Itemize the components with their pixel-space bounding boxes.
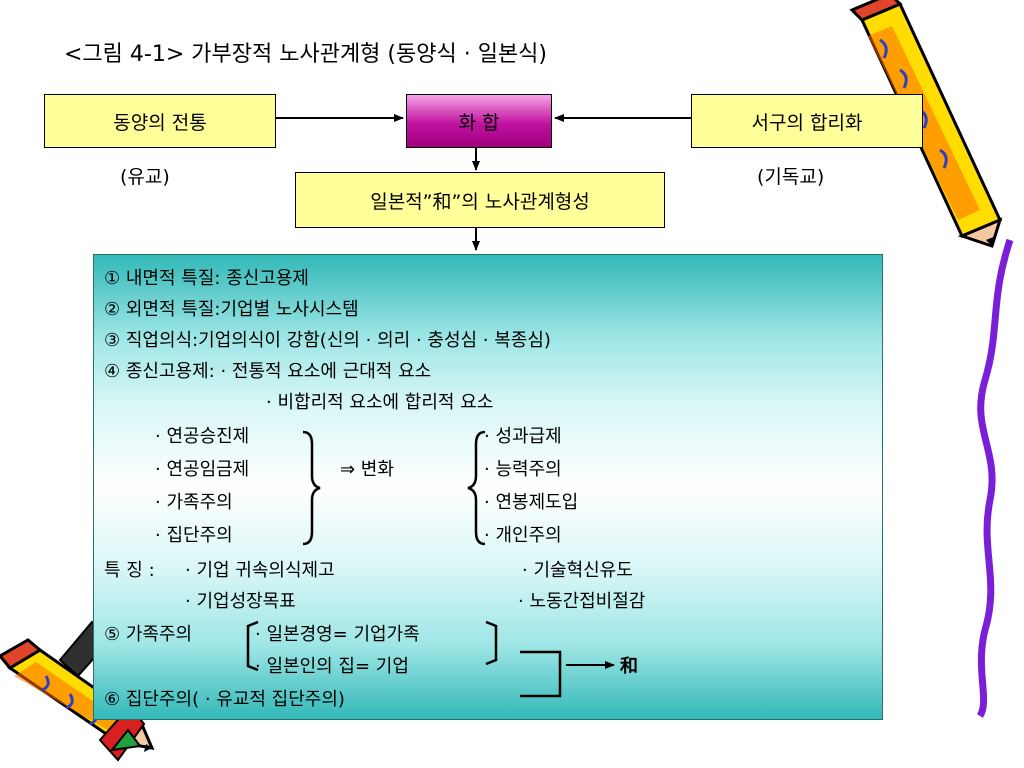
right-list-item: · 능력주의 [484, 459, 562, 480]
familism-left-bracket [246, 620, 259, 672]
right-list-item: · 성과급제 [484, 426, 562, 447]
left-list-item: · 연공임금제 [155, 459, 250, 480]
eastern-tradition-box: 동양의 전통 [44, 94, 276, 148]
line-lifetime-employment: ④ 종신고용제: · 전통적 요소에 근대적 요소 [104, 361, 432, 382]
harmony-box: 화 합 [406, 94, 552, 148]
confucianism-label: (유교) [120, 166, 170, 188]
wa-label: 和 [620, 656, 638, 677]
line-job-consciousness: ③ 직업의식:기업의식이 강함(신의 · 의리 · 충성심 · 복종심) [104, 330, 551, 351]
line-collectivism: ⑥ 집단주의( · 유교적 집단주의) [104, 689, 345, 710]
left-list-item: · 집단주의 [155, 525, 233, 546]
familism-item: · 일본경영= 기업가족 [255, 624, 420, 645]
left-curly-brace [467, 430, 486, 546]
pencil-icon-top-right [849, 0, 1003, 248]
characteristics-panel [93, 254, 883, 720]
line-internal: ① 내면적 특질: 종신고용제 [104, 268, 309, 289]
christianity-label: (기독교) [757, 166, 825, 188]
familism-right-bracket [485, 620, 498, 666]
feature-item: · 기업 귀속의식제고 [185, 560, 335, 581]
japanese-wa-box: 일본적”和”의 노사관계형성 [295, 172, 665, 228]
squiggle-line-right [976, 238, 1014, 718]
feature-item: · 노동간접비절감 [518, 591, 646, 612]
change-arrow-label: ⇒ 변화 [340, 459, 394, 480]
right-curly-brace [302, 430, 321, 546]
figure-title: <그림 4-1> 가부장적 노사관계형 (동양식 · 일본식) [64, 42, 547, 67]
western-rationalization-box: 서구의 합리화 [691, 94, 923, 148]
left-list-item: · 가족주의 [155, 492, 233, 513]
line-external: ② 외면적 특질:기업별 노사시스템 [104, 299, 359, 320]
familism-item: · 일본인의 집= 기업 [255, 656, 409, 677]
right-list-item: · 연봉제도입 [484, 492, 579, 513]
left-list-item: · 연공승진제 [155, 426, 250, 447]
feature-item: · 기업성장목표 [185, 591, 296, 612]
pencil-icon-bottom-left-4 [109, 728, 142, 752]
line-irrational: · 비합리적 요소에 합리적 요소 [266, 392, 494, 413]
merge-bracket [520, 650, 562, 698]
feature-item: · 기술혁신유도 [522, 560, 633, 581]
right-list-item: · 개인주의 [484, 525, 562, 546]
features-label: 특 징 : [104, 560, 155, 581]
line-familism: ⑤ 가족주의 [104, 624, 193, 645]
